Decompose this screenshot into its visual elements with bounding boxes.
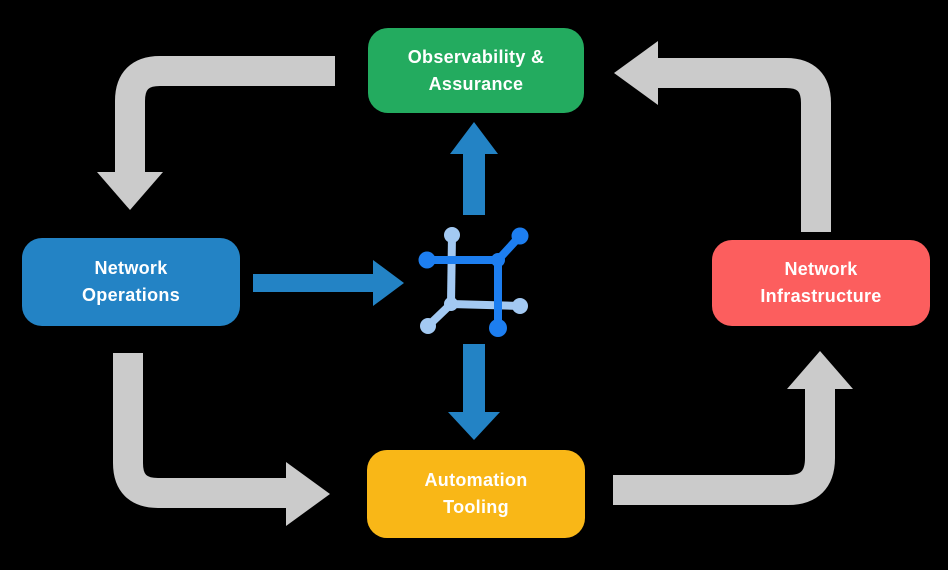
arrow-network-operations-to-center (253, 260, 404, 306)
node-label-line: Operations (81, 285, 181, 305)
node-network-infrastructure: Network Infrastructure (712, 240, 930, 326)
node-network-operations: Network Operations (22, 238, 240, 326)
node-observability-assurance: Observability & Assurance (368, 28, 584, 113)
node-label-line: Network (94, 258, 168, 278)
arrow-network-infrastructure-to-observability (614, 41, 831, 232)
node-label-line: Automation (424, 470, 528, 490)
arrow-center-to-observability (450, 122, 498, 215)
node-label-line: Assurance (428, 73, 524, 94)
node-label-line: Observability & (407, 46, 545, 67)
arrow-observability-to-network-operations (97, 56, 335, 210)
arrow-automation-tooling-to-network-infrastructure (613, 351, 853, 505)
arrow-center-to-automation-tooling (448, 344, 500, 440)
node-label-line: Infrastructure (760, 286, 882, 306)
node-automation-tooling: Automation Tooling (367, 450, 585, 538)
network-fabric-icon (418, 227, 529, 337)
node-label-line: Network (784, 259, 858, 279)
arrow-network-operations-to-automation-tooling (113, 353, 330, 526)
node-label-line: Tooling (443, 497, 509, 517)
